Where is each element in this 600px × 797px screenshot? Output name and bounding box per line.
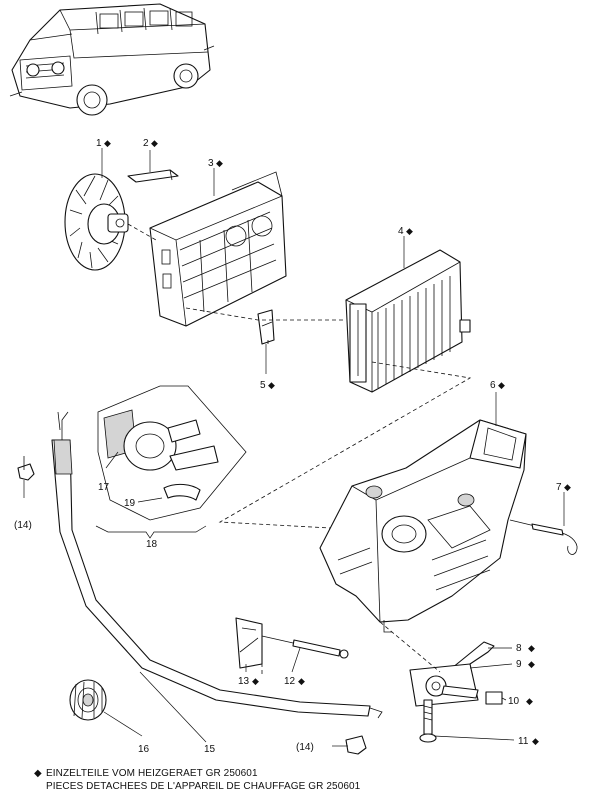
label-6: 6◆ [490,380,505,391]
label-3-diamond: ◆ [216,159,223,169]
label-10: 10 ◆ [508,696,533,707]
footer-diamond-icon: ◆ [34,768,42,779]
label-7-diamond: ◆ [564,483,571,493]
part-15-bowden-cable [51,411,383,719]
label-9-diamond: ◆ [528,660,535,670]
label-19: 19 [124,498,136,509]
part-14-cable-clamp-bottom [345,735,367,755]
label-14-left: (14) [14,520,32,531]
part-2-clip [127,169,179,183]
assembly-lines [127,223,472,676]
part-14-cable-clamp-left [17,456,35,481]
label-6-number: 6 [490,380,496,391]
label-13: 13◆ [238,676,259,687]
part-6-heater-housing [319,419,527,633]
label-18: 18 [146,539,158,550]
leader-lines [23,148,565,747]
label-7: 7◆ [556,482,571,493]
label-2: 2◆ [143,138,158,149]
label-11: 11◆ [518,736,539,747]
part-16-grommet [69,679,107,721]
part-12-cable-end [261,635,349,659]
label-13-diamond: ◆ [252,677,259,687]
part-13-holder [235,617,263,669]
label-11-number: 11 [518,736,529,747]
label-5-diamond: ◆ [268,381,275,391]
label-8-diamond: ◆ [528,644,535,654]
label-9-number: 9 [516,659,522,670]
footer-row-german: ◆ EINZELTEILE VOM HEIZGERAET GR 250601 [34,767,360,780]
label-16: 16 [138,744,150,755]
label-4-diamond: ◆ [406,227,413,237]
part-3-blower-housing [149,171,287,327]
vehicle-illustration [9,3,215,116]
label-10-number: 10 [508,696,520,707]
label-12: 12◆ [284,676,305,687]
label-1-diamond: ◆ [104,139,111,149]
label-13-number: 13 [238,676,250,687]
label-2-diamond: ◆ [151,139,158,149]
part-labels: 1◆ 2◆ 3◆ 4◆ 5◆ 6◆ 7◆ 8◆ 9◆ 10◆ 11◆ 12◆ 1… [14,138,571,755]
diagram-footer: ◆ EINZELTEILE VOM HEIZGERAET GR 250601 PI… [34,767,360,793]
label-9: 9◆ [516,659,535,670]
label-14-bottom: (14) [296,742,314,753]
label-7-number: 7 [556,482,562,493]
label-3: 3◆ [208,158,223,169]
label-11-diamond: ◆ [532,737,539,747]
part-5-bracket [257,309,275,345]
label-1-number: 1 [96,138,102,149]
label-15: 15 [204,744,216,755]
footer-row-french: PIECES DETACHEES DE L'APPAREIL DE CHAUFF… [34,780,360,793]
label-10-diamond: ◆ [526,697,533,707]
label-4: 4◆ [398,226,413,237]
label-8-number: 8 [516,643,522,654]
part-10-clip-block [485,691,503,705]
part-7-control-cable [509,519,578,555]
part-18-water-pump-group [97,385,247,521]
part-11-screw [419,699,437,743]
label-3-number: 3 [208,158,214,169]
footer-line-french: PIECES DETACHEES DE L'APPAREIL DE CHAUFF… [46,781,361,792]
label-17: 17 [98,482,110,493]
label-5: 5◆ [260,380,275,391]
label-5-number: 5 [260,380,266,391]
label-4-number: 4 [398,226,404,237]
label-6-diamond: ◆ [498,381,505,391]
label-8: 8◆ [516,643,535,654]
part-9-flap-lever [409,663,479,707]
label-2-number: 2 [143,138,149,149]
label-1: 1◆ [96,138,111,149]
label-12-diamond: ◆ [298,677,305,687]
label-12-number: 12 [284,676,296,687]
part-4-heat-exchanger [345,249,471,393]
footer-line-german: EINZELTEILE VOM HEIZGERAET GR 250601 [46,768,258,779]
part-1-fan-wheel [64,173,129,271]
